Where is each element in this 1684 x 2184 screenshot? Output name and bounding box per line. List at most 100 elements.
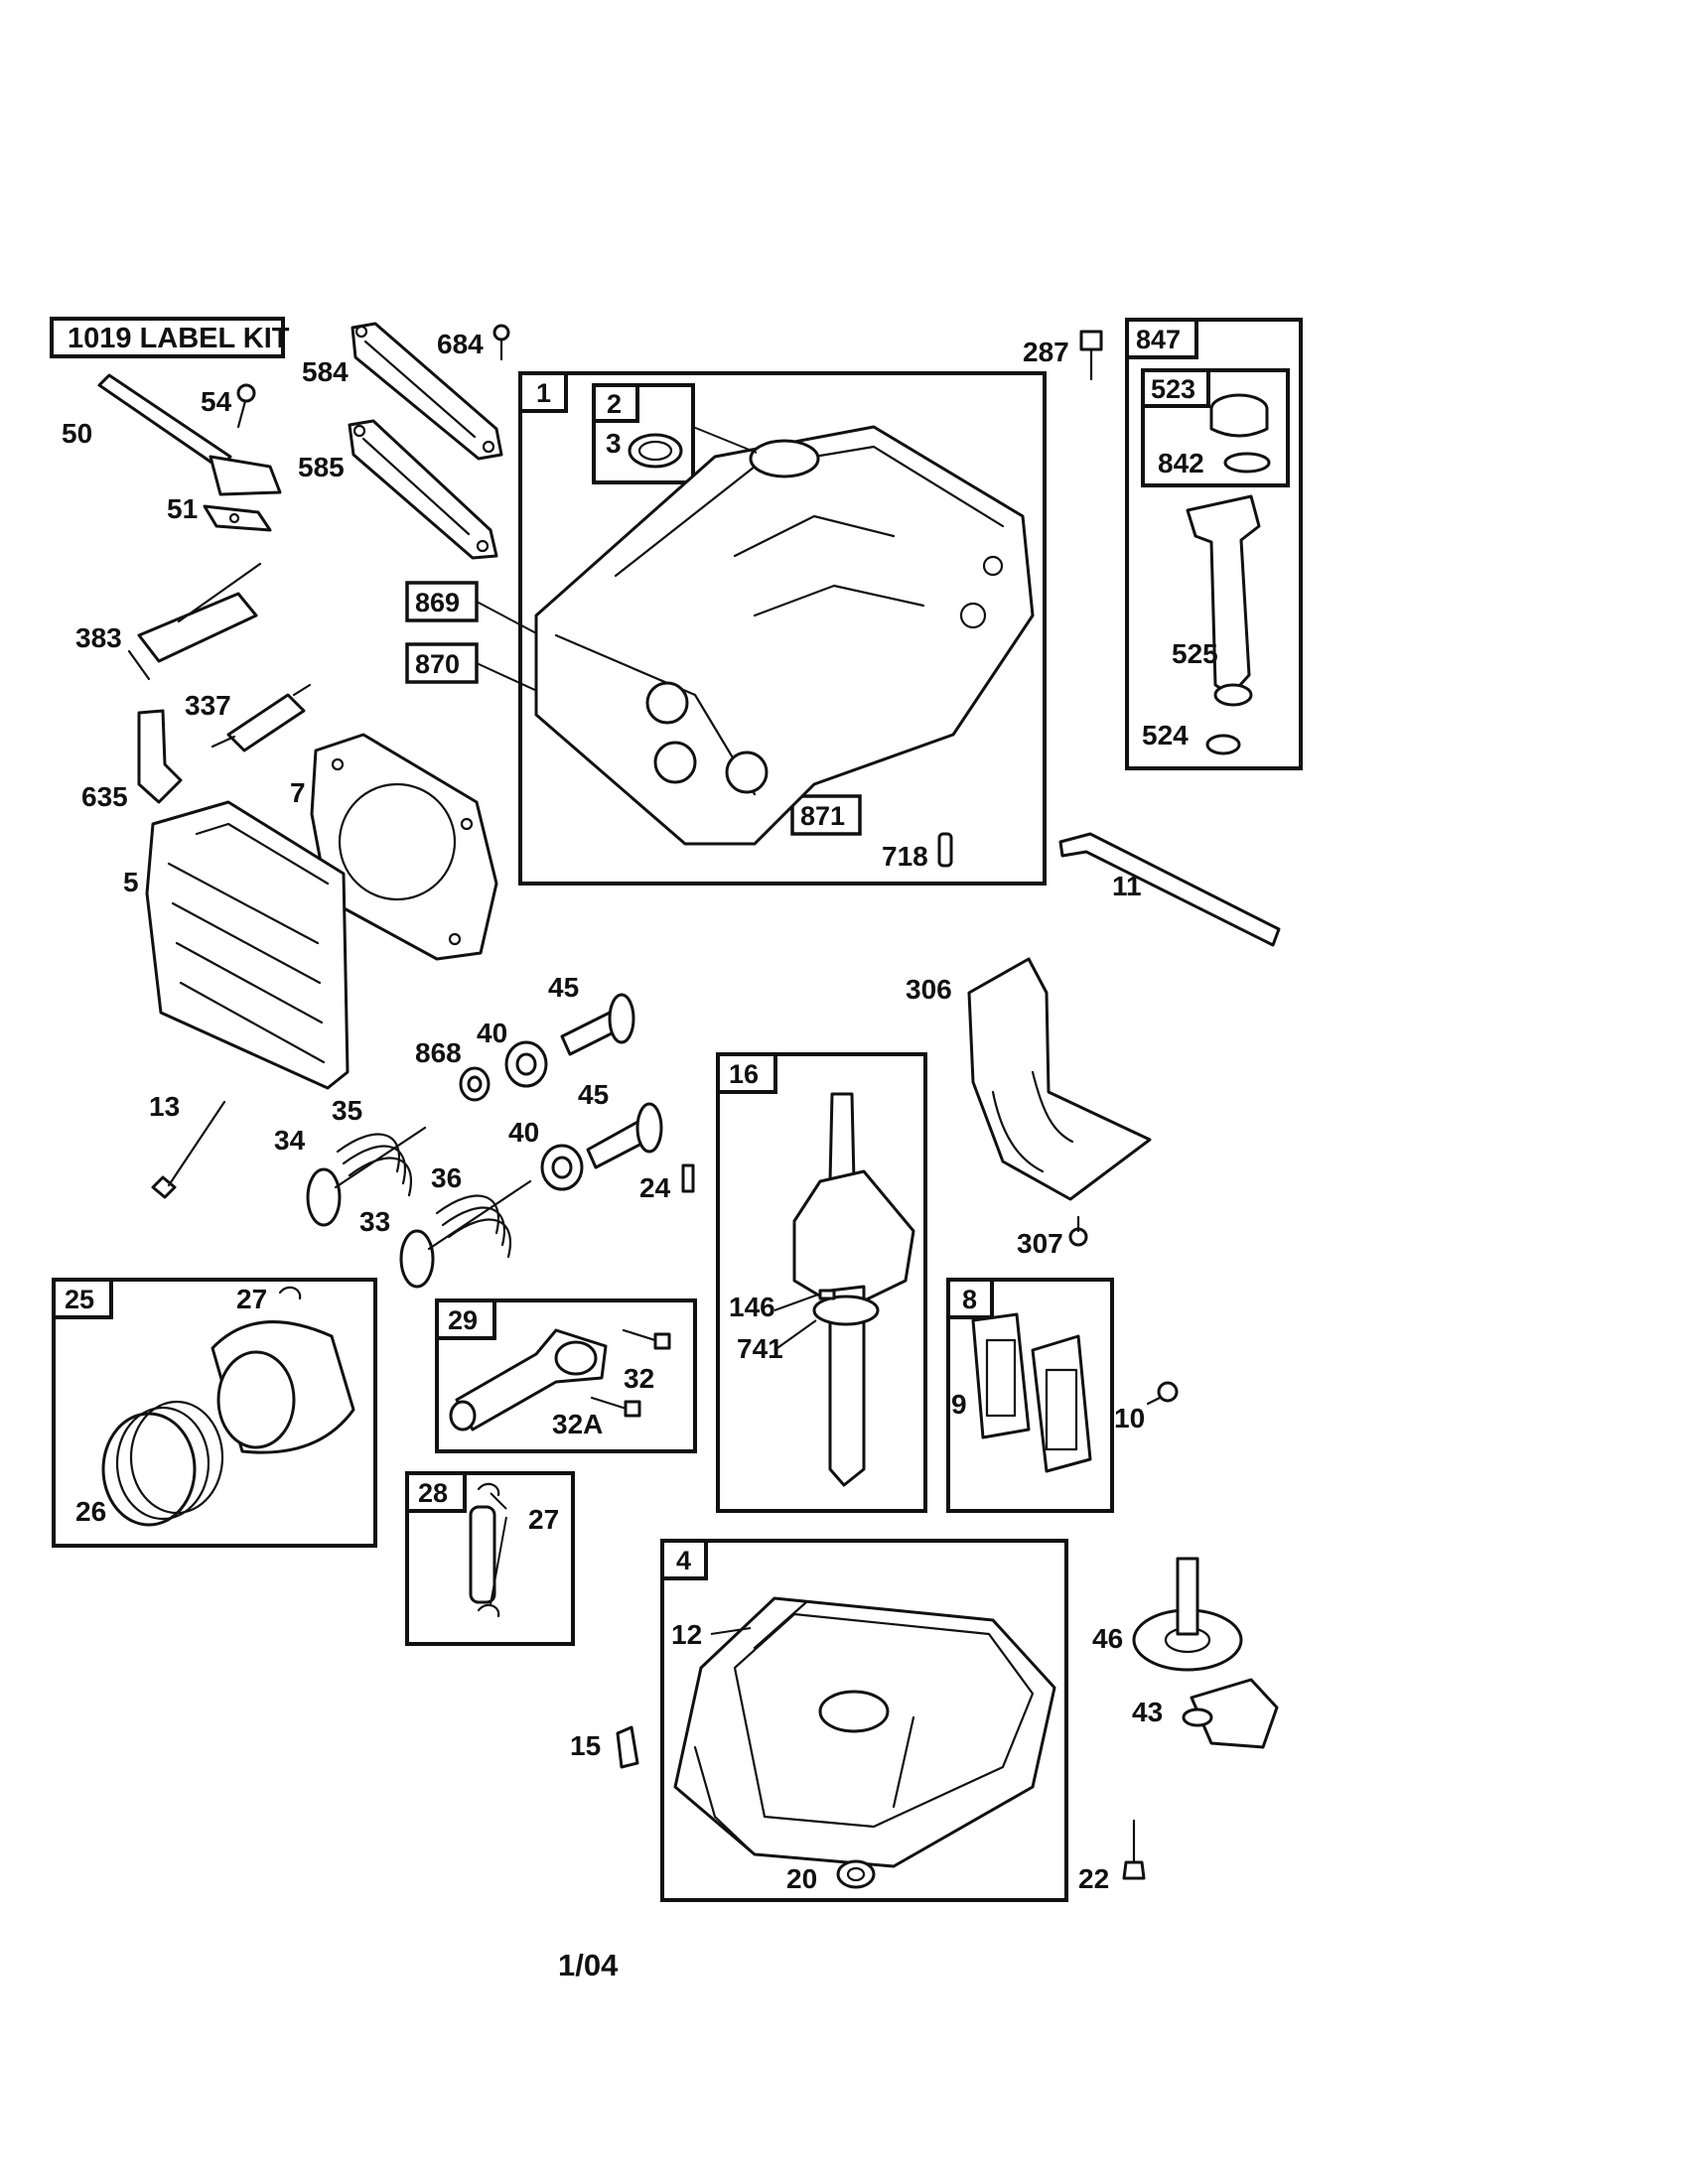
label-26: 26 [75,1496,106,1527]
screw-10 [1146,1381,1179,1406]
screw-22 [1122,1819,1146,1880]
breather-gasket-51 [203,504,272,532]
box-8-number: 8 [962,1285,977,1314]
label-684: 684 [437,329,484,359]
box-8-frame [946,1278,1114,1513]
label-12: 12 [671,1619,702,1650]
label-635: 635 [81,781,128,812]
rocker-cover-gasket-584 [351,322,503,461]
spark-plug-337 [210,683,312,752]
box-1-frame [518,371,1047,886]
tappet-45-lower [586,1102,663,1169]
box-number-tabs: 1 2 847 523 16 8 25 29 28 4 [52,318,1210,1580]
oil-seal-3 [628,433,683,469]
label-33: 33 [359,1206,390,1237]
label-868: 868 [415,1037,462,1068]
label-11: 11 [1112,871,1142,901]
label-15: 15 [570,1730,601,1761]
screw-54 [236,383,256,429]
screw-13 [151,1100,226,1199]
box-4-number: 4 [676,1546,691,1575]
key-146 [818,1289,836,1300]
governor-link-383 [127,562,262,681]
label-46: 46 [1092,1623,1123,1654]
elbow-fitting-635 [137,709,183,804]
label-7: 7 [290,777,306,808]
cylinder-block-1 [534,425,1035,846]
label-50: 50 [62,418,92,449]
label-718: 718 [882,841,928,872]
plug-15 [616,1725,639,1769]
rod-bolt-32a [590,1396,641,1418]
label-383: 383 [75,622,122,653]
dipstick-tube-525 [1186,494,1261,707]
label-34: 34 [274,1125,306,1156]
head-gasket-7 [310,733,498,961]
screw-307 [1068,1215,1088,1247]
label-54: 54 [201,386,232,417]
label-337: 337 [185,690,231,721]
label-146: 146 [729,1292,775,1322]
box-29-frame [435,1298,697,1453]
box-1-number: 1 [536,378,551,408]
label-10: 10 [1114,1403,1145,1433]
breather-gasket-9 [971,1312,1031,1439]
box-523-number: 523 [1151,374,1195,404]
label-20: 20 [786,1863,817,1894]
box-29-number: 29 [448,1305,478,1335]
o-ring-524 [1205,734,1241,755]
box-2-number: 2 [607,389,622,419]
box-523-frame [1141,368,1290,487]
label-585: 585 [298,452,345,482]
part-labels: 684 584 585 54 50 51 383 337 635 7 5 3 2… [62,329,1218,1894]
label-5: 5 [123,867,139,897]
box-2-frame [592,383,695,484]
retainer-clips-27-lower [477,1482,500,1618]
label-842: 842 [1158,448,1204,478]
label-525: 525 [1172,638,1218,669]
label-32: 32 [624,1363,654,1394]
label-287: 287 [1023,337,1069,367]
camshaft-gear-46 [1132,1557,1243,1672]
o-ring-842 [1223,452,1271,474]
label-9: 9 [951,1389,967,1420]
rod-bolt-32 [622,1328,671,1350]
tag-870: 870 [415,649,460,679]
box-25-frame [52,1278,377,1548]
piston-25 [210,1320,355,1454]
label-32a: 32A [552,1409,603,1439]
label-35: 35 [332,1095,362,1126]
rocker-cover-gasket-585 [348,419,498,560]
governor-shaft-11 [1058,832,1281,947]
tag-871: 871 [800,801,845,831]
exhaust-valve-33 [399,1179,532,1289]
wrist-pin-28 [469,1505,496,1604]
crank-gear-741 [812,1295,880,1326]
retainer-clip-27-upper [278,1286,302,1300]
box-28-frame [405,1471,575,1646]
box-28-number: 28 [418,1478,448,1508]
dowel-pin-718 [937,832,953,868]
spring-retainer-40-upper [504,1040,548,1088]
label-3: 3 [606,428,622,459]
crankshaft-16 [792,1092,915,1487]
breather-assembly-8 [1031,1334,1092,1473]
label-27-upper: 27 [236,1284,267,1314]
governor-assembly-43 [1182,1678,1279,1749]
label-43: 43 [1132,1697,1163,1727]
breather-tube-50 [97,373,282,496]
dowel-pin-24 [681,1163,695,1193]
label-306: 306 [906,974,952,1005]
label-51: 51 [167,493,198,524]
callout-tags: 869 870 871 [405,581,862,836]
screw-287 [1079,330,1103,381]
valve-spring-35 [336,1133,412,1197]
label-45-upper: 45 [548,972,579,1003]
label-40-lower: 40 [508,1117,539,1148]
box-847-number: 847 [1136,325,1181,354]
label-kit-box: 1019 LABEL KIT [50,317,290,358]
screw-684 [492,324,510,361]
box-16-number: 16 [729,1059,759,1089]
gasket-12 [753,1600,808,1650]
